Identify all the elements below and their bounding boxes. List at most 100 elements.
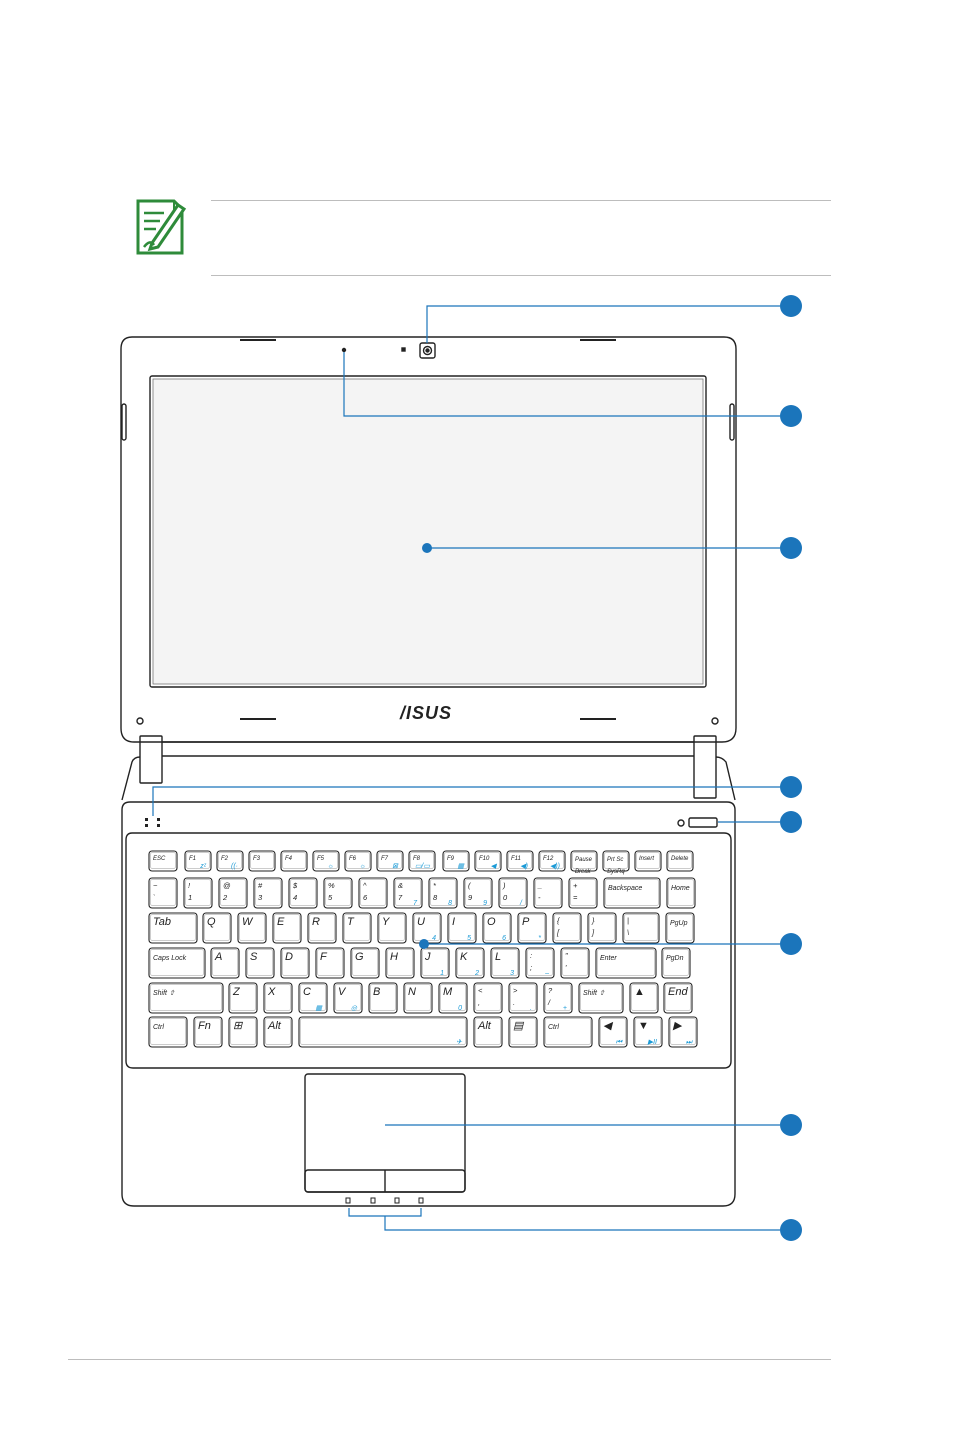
key-label: 0 bbox=[503, 893, 508, 902]
power-switch bbox=[688, 817, 718, 828]
key: Y bbox=[377, 912, 407, 944]
key-label: Pause bbox=[575, 857, 593, 863]
key-label: PgDn bbox=[666, 955, 684, 962]
key: ⊞ bbox=[228, 1016, 258, 1048]
key-label: C bbox=[303, 986, 311, 998]
key: U4 bbox=[412, 912, 442, 944]
key-fn-label: 5 bbox=[467, 935, 471, 942]
key-label: SysRq bbox=[607, 869, 625, 875]
key-label: 8 bbox=[433, 893, 438, 902]
key-label: Q bbox=[207, 916, 216, 928]
key: "' bbox=[560, 947, 590, 979]
key-fn-label: / bbox=[519, 900, 523, 907]
key-label: 5 bbox=[328, 893, 333, 902]
key-label: F5 bbox=[317, 856, 325, 862]
key-label: R bbox=[312, 916, 320, 928]
callout-keyboard bbox=[780, 933, 802, 955]
key: T bbox=[342, 912, 372, 944]
key: P* bbox=[517, 912, 547, 944]
key-label: | bbox=[627, 916, 629, 925]
key: I5 bbox=[447, 912, 477, 944]
key-label: > bbox=[513, 986, 518, 995]
key: F3 bbox=[248, 850, 276, 872]
key: ◀⏮ bbox=[598, 1016, 628, 1048]
key-fn-label: 3 bbox=[510, 970, 514, 977]
key-label: [ bbox=[556, 928, 560, 937]
key-label: . bbox=[513, 998, 515, 1007]
key-fn-label: ✈ bbox=[456, 1039, 463, 1046]
key-label: 6 bbox=[363, 893, 368, 902]
key: S bbox=[245, 947, 275, 979]
key-label: G bbox=[355, 951, 364, 963]
key-label: F3 bbox=[253, 856, 261, 862]
key-fn-label: 2 bbox=[474, 970, 479, 977]
key-label: 1 bbox=[188, 893, 192, 902]
key-label: F12 bbox=[543, 856, 554, 862]
key-label: E bbox=[277, 916, 285, 928]
note-icon bbox=[136, 199, 187, 255]
key-label: ▼ bbox=[638, 1020, 649, 1032]
key-fn-label: – bbox=[544, 970, 549, 977]
key-label: ▲ bbox=[634, 986, 645, 998]
key: W bbox=[237, 912, 267, 944]
key-label: Delete bbox=[671, 856, 689, 862]
key: Insert bbox=[634, 850, 662, 872]
footer-rule bbox=[68, 1359, 831, 1360]
key: Delete bbox=[666, 850, 694, 872]
key-fn-label: 9 bbox=[483, 900, 487, 907]
key-fn-label: 8 bbox=[448, 900, 452, 907]
key-label: : bbox=[530, 951, 532, 960]
key-label: F11 bbox=[511, 856, 521, 862]
key-label: # bbox=[258, 881, 263, 890]
key-label: U bbox=[417, 916, 425, 928]
key-label: Fn bbox=[198, 1020, 211, 1032]
key: %5 bbox=[323, 877, 353, 909]
key: ▲ bbox=[629, 982, 659, 1014]
key-label: Alt bbox=[267, 1020, 282, 1032]
key-label: K bbox=[460, 951, 468, 963]
key: Shift ⇧ bbox=[148, 982, 224, 1014]
key-label: \ bbox=[627, 928, 629, 937]
key-label: ◀ bbox=[603, 1020, 614, 1032]
key: F bbox=[315, 947, 345, 979]
key: F2((· bbox=[216, 850, 244, 872]
key-label: 4 bbox=[293, 893, 297, 902]
key: M0 bbox=[438, 982, 468, 1014]
key: ^6 bbox=[358, 877, 388, 909]
key: $4 bbox=[288, 877, 318, 909]
key: Q bbox=[202, 912, 232, 944]
key-label: 7 bbox=[398, 893, 403, 902]
key: F7⊠ bbox=[376, 850, 404, 872]
lid-screw-right bbox=[711, 717, 719, 725]
key-label: M bbox=[443, 986, 453, 998]
key-label: _ bbox=[537, 881, 542, 890]
key-label: W bbox=[242, 916, 254, 928]
callout-touchpad bbox=[780, 1114, 802, 1136]
key-fn-label: ◀)) bbox=[550, 863, 560, 870]
key: }] bbox=[587, 912, 617, 944]
key: Alt bbox=[473, 1016, 503, 1048]
hinge-right bbox=[693, 735, 717, 799]
key: !1 bbox=[183, 877, 213, 909]
key-label: Caps Lock bbox=[153, 955, 187, 962]
key-label: ] bbox=[591, 928, 595, 937]
key-label: % bbox=[328, 881, 335, 890]
key-label: Home bbox=[671, 885, 690, 892]
key: ESC bbox=[148, 850, 178, 872]
key-fn-label: 4 bbox=[432, 935, 436, 942]
lid-outline bbox=[120, 336, 737, 743]
key: PgDn bbox=[661, 947, 691, 979]
key-label: F4 bbox=[285, 856, 293, 862]
key-label: A bbox=[214, 951, 222, 963]
key: End bbox=[663, 982, 693, 1014]
key: F6☼ bbox=[344, 850, 372, 872]
status-leds-top bbox=[145, 818, 160, 827]
key: #3 bbox=[253, 877, 283, 909]
key-fn-label: * bbox=[538, 935, 541, 942]
key-label: ; bbox=[530, 963, 532, 972]
key-label: Shift ⇧ bbox=[583, 989, 605, 997]
key: ✈ bbox=[298, 1016, 468, 1048]
key-fn-label: ⏮ bbox=[616, 1039, 624, 1046]
